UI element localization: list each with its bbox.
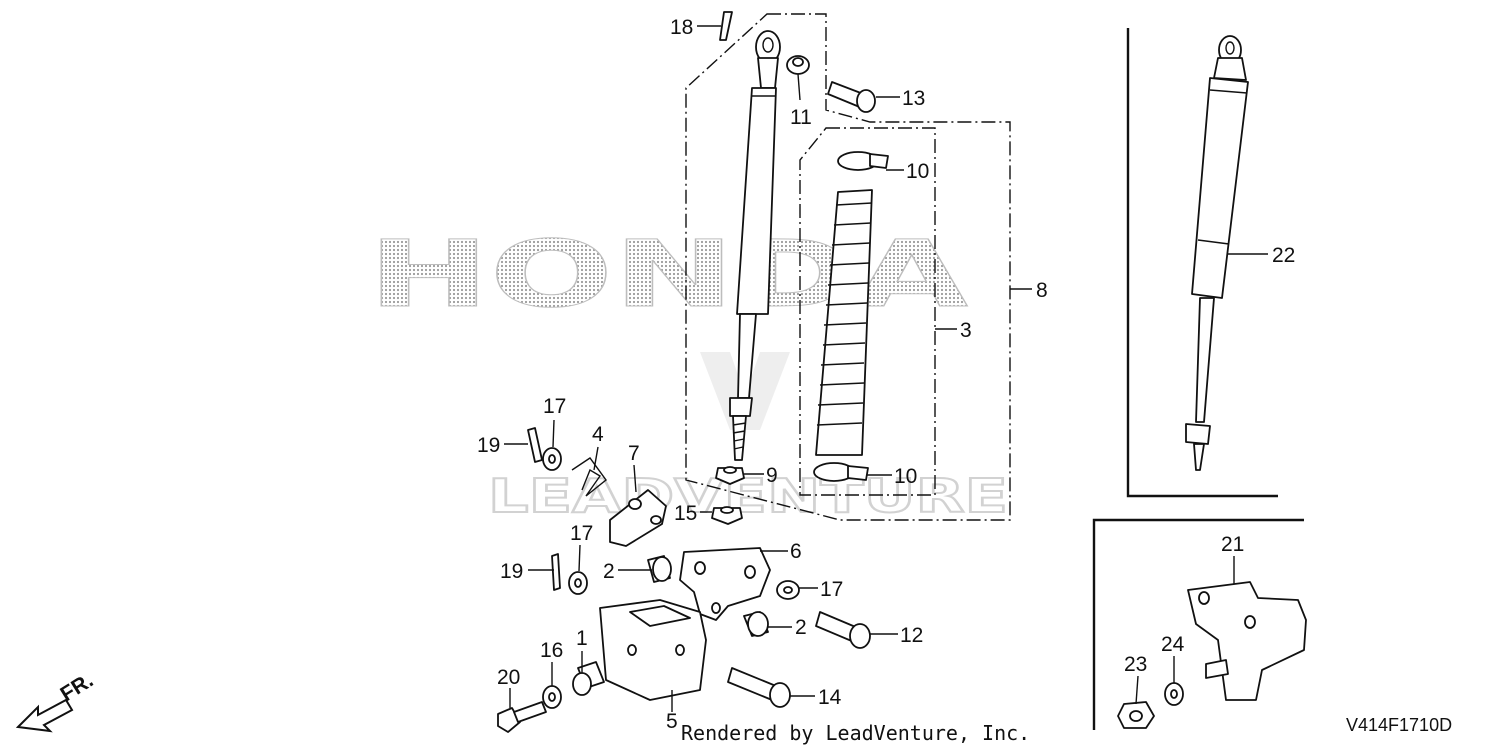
part-12-pin (815, 611, 871, 649)
part-15-nut (711, 506, 743, 525)
callout-23: 23 (1124, 653, 1147, 676)
part-5-bracket (599, 599, 707, 701)
part-2-collar-upper (647, 555, 672, 583)
leader-lines (504, 25, 1268, 712)
part-17-washer-upper (542, 447, 562, 471)
part-19-pin-lower (551, 553, 561, 591)
callout-13: 13 (902, 87, 925, 110)
diagram-code: V414F1710D (1346, 715, 1452, 735)
right-bracket-frame (1092, 518, 1304, 730)
assembly-8-boundary (685, 13, 1011, 521)
callout-19-lower: 19 (500, 560, 523, 583)
part-13-pin (827, 81, 876, 113)
callout-20: 20 (497, 666, 520, 689)
callout-9: 9 (766, 464, 778, 487)
callout-5: 5 (666, 710, 678, 733)
leadventure-logo-watermark (700, 352, 790, 430)
callout-4: 4 (592, 423, 604, 446)
callout-10-lower: 10 (894, 465, 917, 488)
part-22-shock-absorber (1185, 35, 1249, 471)
callout-14: 14 (818, 686, 842, 709)
callout-2-lower: 2 (795, 616, 807, 639)
part-14-pin (727, 667, 791, 708)
part-18-clip (719, 11, 733, 41)
part-4-spring (571, 457, 607, 497)
callout-11: 11 (790, 106, 812, 129)
part-16-washer (542, 685, 562, 709)
honda-watermark: HONDA (368, 221, 968, 328)
assembly-3-boundary (799, 127, 936, 496)
rendered-by-credit: Rendered by LeadVenture, Inc. (681, 721, 1030, 745)
callout-21: 21 (1221, 533, 1244, 556)
callout-3: 3 (960, 319, 972, 342)
right-shock-frame (1126, 28, 1278, 498)
callout-18: 18 (670, 16, 693, 39)
callout-24: 24 (1161, 633, 1185, 656)
callout-15: 15 (674, 502, 697, 525)
callout-19-upper: 19 (477, 434, 500, 457)
callout-8: 8 (1036, 279, 1048, 302)
part-10-clamp-lower (813, 462, 869, 482)
callout-12: 12 (900, 624, 923, 647)
part-9-nut (715, 466, 745, 485)
front-direction-arrow-icon (15, 698, 74, 733)
callout-1: 1 (576, 627, 588, 650)
shock-absorber (729, 30, 781, 461)
callout-22: 22 (1272, 244, 1295, 267)
part-3-bellows-boot (815, 189, 873, 456)
part-2-collar-lower (743, 611, 769, 637)
callout-17-lower: 17 (570, 522, 593, 545)
part-23-nut (1117, 701, 1155, 729)
part-6-bracket (679, 547, 771, 621)
callout-17-upper: 17 (543, 395, 566, 418)
callout-17-right: 17 (820, 578, 843, 601)
part-20-bolt (497, 701, 547, 733)
part-1-collar (572, 661, 605, 696)
part-21-bracket (1187, 581, 1307, 701)
part-10-clamp-upper (837, 151, 889, 171)
part-17-washer-lower (568, 571, 588, 595)
callout-6: 6 (790, 540, 802, 563)
part-17-washer-right (776, 580, 800, 600)
callout-10-upper: 10 (906, 160, 929, 183)
front-direction-label: FR. (56, 669, 97, 706)
callout-16: 16 (540, 639, 563, 662)
callout-labels: 18 11 13 10 8 3 9 10 15 17 19 4 7 17 19 … (477, 16, 1295, 733)
callout-2-upper: 2 (603, 560, 615, 583)
part-11-nut (786, 55, 810, 75)
part-19-pin-upper (527, 427, 543, 463)
part-7-bracket (609, 489, 667, 547)
callout-7: 7 (628, 442, 640, 465)
part-24-washer (1164, 682, 1184, 706)
